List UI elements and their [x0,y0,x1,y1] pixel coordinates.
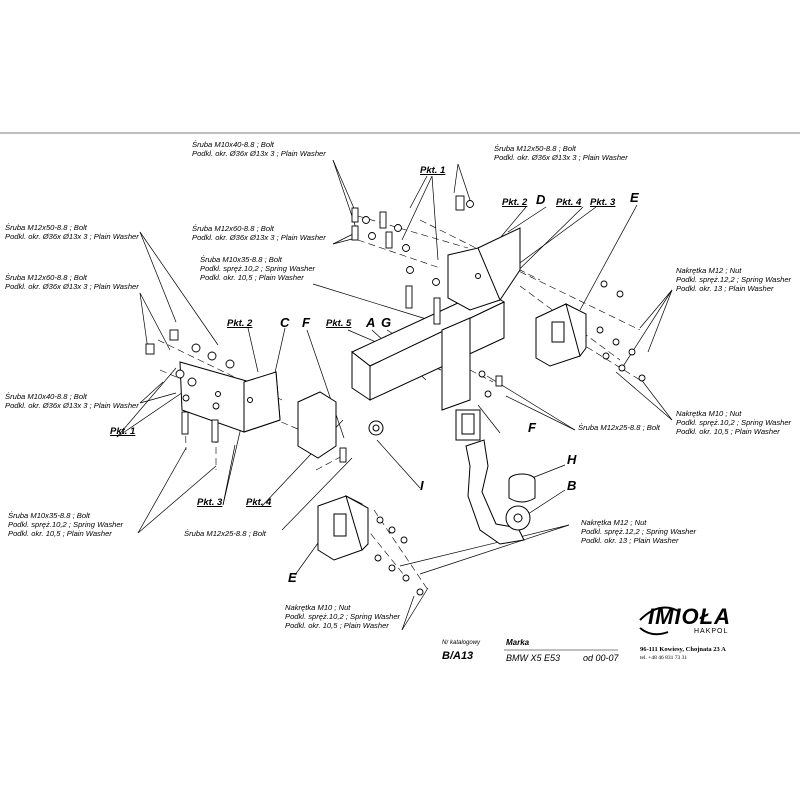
vehicle-model: BMW X5 E53 [506,653,561,663]
tow-ball-neck [465,439,531,545]
catalog-number-caption: Nr katalogowy [442,640,481,646]
label-nut-m10-bottom: Nakrętka M10 ; Nut Podkl. spręż.10,2 ; S… [285,603,401,630]
point-2-left: Pkt. 2 [227,318,253,329]
label-bolt-m10x35-left: Śruba M10x35-8.8 ; Bolt Podkl. spręż.10,… [8,511,124,538]
right-bracket-d [447,227,521,311]
make-caption: Marka [506,638,530,647]
point-1-top: Pkt. 1 [420,165,446,176]
bracket-e-top [535,303,587,367]
part-letter-h: H [567,452,577,467]
part-letter-f-right: F [528,420,536,435]
part-letter-f-left: F [302,315,310,330]
label-nut-m10-right: Nakrętka M10 ; Nut Podkl. spręż.10,2 ; S… [676,409,792,436]
washers-and-nuts [175,200,646,596]
label-bolt-m10x40-left: Śruba M10x40-8.8 ; Bolt Podkl. okr. Ø36x… [5,392,139,410]
label-nut-m12-bottom: Nakrętka M12 ; Nut Podkl. spręż.12,2 ; S… [581,518,697,545]
point-1-left: Pkt. 1 [110,426,136,437]
bolts [145,195,503,463]
point-3-top: Pkt. 3 [590,197,616,208]
part-letter-b: B [567,478,577,493]
point-4-top: Pkt. 4 [556,197,582,208]
catalog-number: B/A13 [442,650,474,662]
part-letter-i: I [420,478,424,493]
point-2-top: Pkt. 2 [502,197,528,208]
socket-holder [368,409,481,441]
part-letter-g: G [381,315,392,330]
label-nut-m12-right: Nakrętka M12 ; Nut Podkl. spręż.12,2 ; S… [676,266,792,293]
company-address: 96-111 Kowiesy, Chojnata 23 A [640,646,726,653]
production-years: od 00-07 [583,653,619,663]
brand-logo: IMIOŁA [648,604,731,629]
company-phone: tel. +48 46 831 73 31 [640,655,688,661]
brand-logo-mark [639,606,681,636]
left-bracket-c [179,361,281,433]
point-3-bottom: Pkt. 3 [197,497,223,508]
leader-lines [116,159,673,631]
part-letter-c: C [280,315,290,330]
point-4-bottom: Pkt. 4 [246,497,272,508]
part-letter-e-top: E [630,190,639,205]
label-bolt-m12x25-bottom: Śruba M12x25-8.8 ; Bolt [184,529,266,538]
label-bolt-m10x40-top: Śruba M10x40-8.8 ; Bolt Podkl. okr. Ø36x… [192,140,326,158]
part-letter-e-bottom: E [288,570,297,585]
bracket-e-bottom [317,494,369,561]
label-bolt-m10x35-top: Śruba M10x35-8.8 ; Bolt Podkl. spręż.10,… [200,255,316,282]
brand-subtitle: HAKPOL [694,628,729,635]
label-bolt-m12x50-top: Śruba M12x50-8.8 ; Bolt Podkl. okr. Ø36x… [494,144,628,162]
part-letter-a: A [366,315,376,330]
label-bolt-m12x50-left: Śruba M12x50-8.8 ; Bolt Podkl. okr. Ø36x… [5,223,139,241]
label-bolt-m12x60-left: Śruba M12x60-8.8 ; Bolt Podkl. okr. Ø36x… [5,273,139,291]
part-letter-d: D [536,192,546,207]
ball-cover [508,473,536,503]
label-bolt-m12x25-right: Śruba M12x25-8.8 ; Bolt [578,423,660,432]
label-bolt-m12x60-top: Śruba M12x60-8.8 ; Bolt Podkl. okr. Ø36x… [192,224,326,242]
point-5: Pkt. 5 [326,318,352,329]
main-crossbar [297,289,506,459]
